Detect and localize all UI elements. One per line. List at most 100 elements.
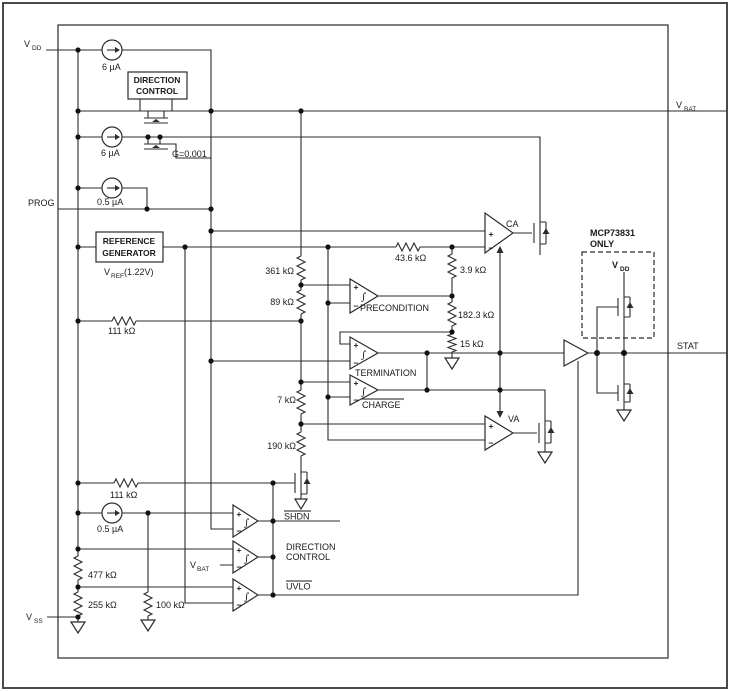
- minus-sign: −: [354, 301, 359, 311]
- resistor-3-9k-icon: [446, 253, 458, 279]
- wire: [78, 136, 541, 221]
- minus-sign: −: [489, 438, 494, 448]
- arrow-icon: [115, 134, 120, 140]
- mcp73831-only-block: MCP73831 ONLY V DD: [581, 228, 655, 339]
- shdn-mosfet: [294, 471, 311, 495]
- direction-control-label: DIRECTION: [286, 542, 336, 552]
- ca-amplifier: + − CA: [484, 211, 519, 255]
- junction-dots: [75, 47, 627, 620]
- plus-sign: +: [354, 340, 359, 350]
- pass-transistor: [144, 111, 168, 124]
- mosfet-arrow-icon: [547, 427, 555, 433]
- resistor-7k-icon: [295, 389, 307, 415]
- ground-icon: [69, 621, 87, 635]
- resistor-label-43-6k: 43.6 kΩ: [395, 253, 427, 263]
- ca-output-mosfet: [533, 221, 550, 255]
- mosfet-arrow-icon: [152, 145, 160, 148]
- gain-label: G=0.001: [172, 149, 207, 159]
- vbat-input-label-sub: BAT: [197, 566, 209, 573]
- resistor-label-15k: 15 kΩ: [460, 339, 484, 349]
- resistor-label-477k: 477 kΩ: [88, 570, 117, 580]
- resistor-43-6k-icon: [395, 241, 421, 253]
- wire: [301, 284, 452, 304]
- block-label: GENERATOR: [102, 248, 156, 258]
- vss-pin-label-sub: SS: [34, 618, 43, 625]
- hysteresis-icon: ∫: [244, 518, 249, 529]
- vref-label-sub: REF: [111, 273, 124, 280]
- ground-symbols: [69, 357, 633, 635]
- charge-comparator: + − ∫ CHARGE: [349, 373, 404, 410]
- hysteresis-icon: ∫: [244, 554, 249, 565]
- minus-sign: −: [237, 562, 242, 572]
- vbat-pin-label-sub: BAT: [684, 106, 696, 113]
- resistor-label-182-3k: 182.3 kΩ: [458, 310, 495, 320]
- resistor-100k-icon: [142, 591, 154, 617]
- arrow-icon: [115, 185, 120, 191]
- stat-pulldown-mosfet: [617, 383, 634, 403]
- resistor-labels: 361 kΩ 89 kΩ 111 kΩ 43.6 kΩ 3.9 kΩ 182.3…: [88, 253, 495, 610]
- block-label: REFERENCE: [103, 236, 156, 246]
- current-source-label: 0.5 µA: [97, 197, 123, 207]
- plus-sign: +: [489, 229, 494, 239]
- mcp-vdd-label-sub: DD: [620, 266, 630, 273]
- mosfet-arrow-icon: [626, 388, 634, 394]
- resistor-111k-bottom-icon: [113, 477, 139, 489]
- direction-control-label: CONTROL: [286, 552, 330, 562]
- termination-label: TERMINATION: [355, 368, 416, 378]
- resistor-190k-icon: [295, 431, 307, 457]
- vbat-input-label: V: [190, 560, 196, 570]
- enable-arrow-icon: [496, 246, 504, 253]
- plus-sign: +: [489, 421, 494, 431]
- wire: [210, 111, 233, 530]
- current-source-label: 6 µA: [102, 62, 121, 72]
- ground-icon: [293, 498, 309, 511]
- resistor-label-111k-top: 111 kΩ: [108, 326, 136, 336]
- mosfet-arrow-icon: [626, 302, 634, 308]
- resistor-15k-icon: [446, 333, 458, 353]
- wires: [46, 49, 726, 622]
- va-output-mosfet: [538, 420, 555, 452]
- sense-transistor: [144, 137, 168, 150]
- wire: [139, 99, 173, 111]
- reference-generator-block: REFERENCE GENERATOR V REF (1.22V): [95, 231, 164, 280]
- current-source-05ua-2: 0.5 µA: [97, 502, 123, 534]
- vbat-pin-label: V: [676, 100, 682, 110]
- wire: [47, 50, 79, 622]
- resistor-label-111k-bottom: 111 kΩ: [110, 490, 138, 500]
- mcp-vdd-label: V: [612, 260, 618, 270]
- direction-control-comparator: + − ∫ DIRECTION CONTROL V BAT: [190, 539, 336, 575]
- mcp-label: MCP73831: [590, 228, 635, 238]
- current-source-05ua-1: 0.5 µA: [97, 177, 123, 207]
- wire: [301, 232, 537, 434]
- current-source-label: 0.5 µA: [97, 524, 123, 534]
- vdd-pin-label: V: [24, 39, 30, 49]
- mosfet-arrow-icon: [303, 478, 311, 484]
- resistor-111k-top-icon: [111, 315, 137, 327]
- resistor-label-361k: 361 kΩ: [265, 266, 294, 276]
- resistor-label-190k: 190 kΩ: [267, 441, 296, 451]
- minus-sign: −: [354, 358, 359, 368]
- resistor-label-3-9k: 3.9 kΩ: [460, 265, 487, 275]
- resistor-361k-icon: [295, 255, 307, 281]
- wire: [301, 381, 546, 420]
- wire: [184, 247, 233, 604]
- mosfet-arrow-icon: [152, 119, 160, 122]
- ground-icon: [443, 357, 461, 371]
- resistor-label-89k: 89 kΩ: [270, 297, 294, 307]
- hysteresis-icon: ∫: [244, 592, 249, 603]
- wire: [596, 272, 625, 410]
- hysteresis-icon: ∫: [361, 350, 366, 361]
- resistor-477k-icon: [72, 555, 84, 581]
- minus-sign: −: [489, 243, 494, 253]
- mcp-label: ONLY: [590, 239, 614, 249]
- wire: [168, 143, 211, 159]
- stat-buffer: [563, 338, 590, 368]
- plus-sign: +: [237, 509, 242, 519]
- direction-control-block: DIRECTION CONTROL: [127, 71, 188, 100]
- arrow-icon: [115, 510, 120, 516]
- precondition-comparator: + − ∫ PRECONDITION: [349, 277, 429, 315]
- ca-label: CA: [506, 219, 519, 229]
- ground-icon: [536, 451, 554, 465]
- ground-icon: [139, 619, 157, 633]
